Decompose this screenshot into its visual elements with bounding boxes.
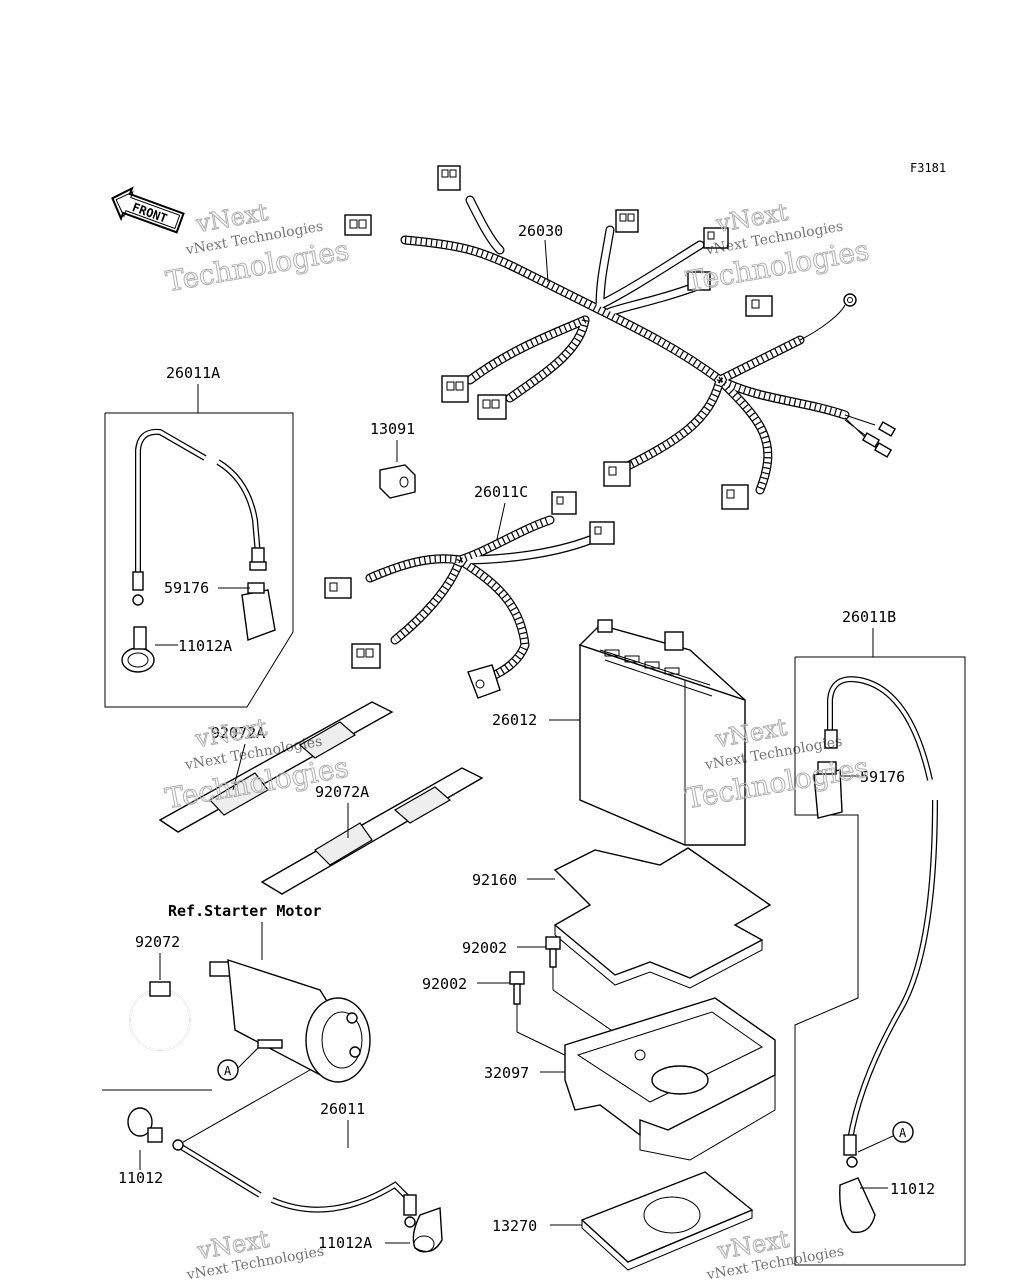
watermark-top-right: vNext vNext Technologies Technologies: [683, 197, 872, 298]
tray-32097: 32097: [484, 997, 776, 1161]
label-92002-2: 92002: [422, 975, 467, 993]
main-wiring-harness: 26030: [344, 165, 897, 510]
label-92072: 92072: [135, 933, 180, 951]
callout-a-right: A: [899, 1126, 907, 1140]
label-26011A: 26011A: [166, 364, 220, 382]
label-26011B: 26011B: [842, 608, 896, 626]
plate-13270: 13270: [492, 1171, 754, 1271]
label-92160: 92160: [472, 871, 517, 889]
label-26011: 26011: [320, 1100, 365, 1118]
watermark-bottom-right: vNext vNext Technologies: [705, 1224, 846, 1280]
label-26011C: 26011C: [474, 483, 528, 501]
label-59176-right: 59176: [860, 768, 905, 786]
label-32097: 32097: [484, 1064, 529, 1082]
starter-motor: Ref.Starter Motor A 92072: [129, 902, 371, 1146]
label-13270: 13270: [492, 1217, 537, 1235]
callout-a-left: A: [224, 1064, 232, 1078]
pad-92160: 92160: [472, 847, 772, 989]
label-11012A-left: 11012A: [178, 637, 232, 655]
sub-harness-26011C: 26011C: [324, 483, 615, 699]
bolts-92002: 92002 92002: [422, 936, 641, 1073]
label-11012-left: 11012: [118, 1169, 163, 1187]
label-92002-1: 92002: [462, 939, 507, 957]
group-26011A: 26011A 59176 11012A: [104, 364, 294, 708]
label-13091: 13091: [370, 420, 415, 438]
battery-26012: 26012: [492, 619, 746, 846]
label-26012: 26012: [492, 711, 537, 729]
group-13091: 13091: [370, 420, 416, 499]
front-arrow-icon: FRONT: [111, 186, 185, 234]
group-26011B: 26011B 59176 A 11012: [794, 608, 966, 1266]
label-59176-left: 59176: [164, 579, 209, 597]
watermark-top-left: vNext vNext Technologies Technologies: [163, 197, 352, 298]
label-26030: 26030: [518, 222, 563, 240]
connector-icon: [344, 165, 897, 510]
figure-code: F3181: [910, 161, 946, 175]
label-92072A-1: 92072A: [211, 724, 265, 742]
ref-starter-motor-label: Ref.Starter Motor: [168, 902, 322, 920]
label-11012-right: 11012: [890, 1180, 935, 1198]
watermark-bottom-left: vNext vNext Technologies: [185, 1224, 326, 1280]
straps-92072A: 92072A 92072A: [158, 701, 484, 895]
group-26011: 26011 11012 11012A: [102, 1089, 443, 1253]
label-92072A-2: 92072A: [315, 783, 369, 801]
label-11012A-bottom: 11012A: [318, 1234, 372, 1252]
